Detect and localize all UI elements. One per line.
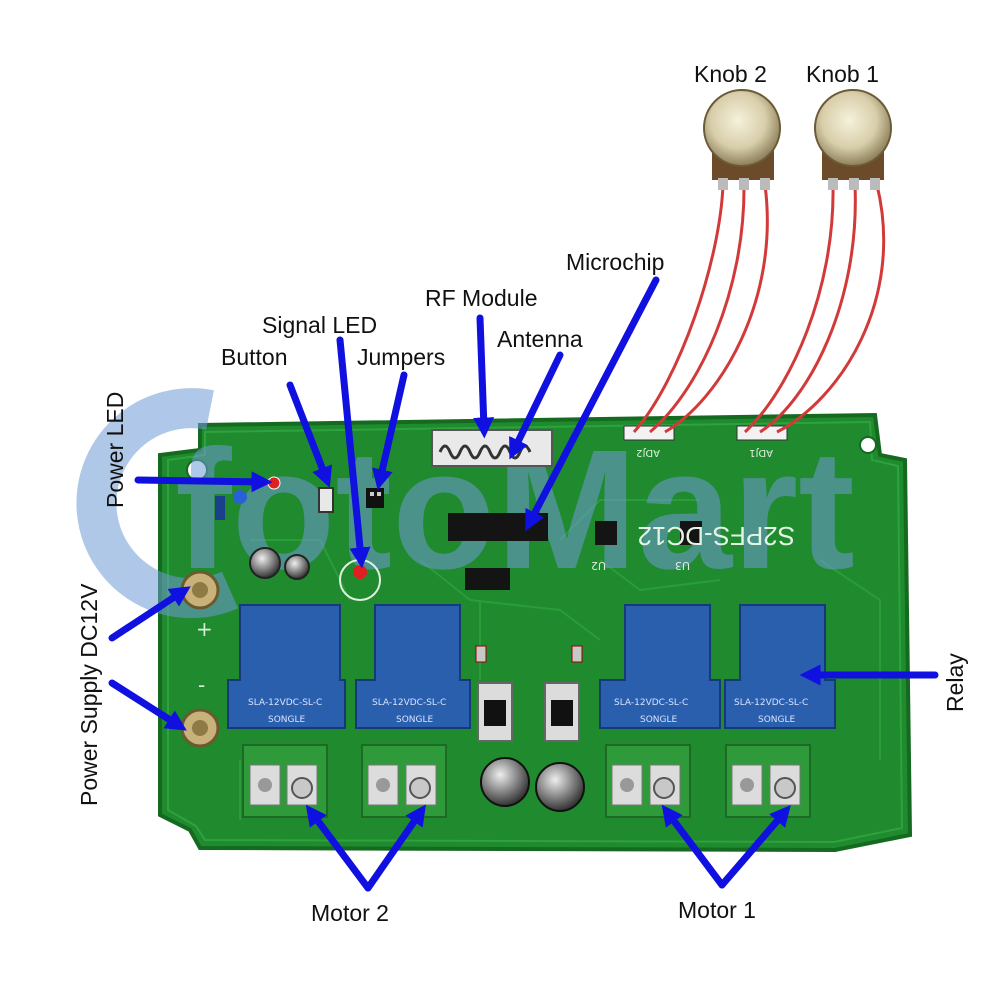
chip-u3-label: U3	[675, 559, 690, 572]
indicator-components	[215, 476, 384, 601]
relay-4-brand: SONGLE	[758, 715, 796, 725]
label-jumpers: Jumpers	[357, 344, 446, 370]
power-terminals: + -	[180, 570, 220, 748]
label-button: Button	[221, 344, 288, 370]
pcb-board	[158, 412, 913, 853]
relay-3: SLA-12VDC-SL-C SONGLE	[599, 604, 721, 729]
knob-2-part	[703, 89, 781, 190]
knob-wires	[632, 184, 886, 434]
arrow-motor2-right	[364, 804, 426, 892]
relay-4: SLA-12VDC-SL-C SONGLE	[724, 604, 836, 729]
arrow-signal-led	[336, 336, 371, 569]
relay-3-brand: SONGLE	[640, 715, 678, 725]
arrow-antenna	[509, 351, 564, 460]
label-power-supply: Power Supply DC12V	[76, 583, 102, 806]
label-motor-2: Motor 2	[311, 900, 389, 926]
arrow-power-plus	[108, 586, 191, 642]
board-model-text: S2PFS-DC12	[638, 521, 796, 551]
arrow-button	[286, 381, 333, 488]
relay-2: SLA-12VDC-SL-C SONGLE	[355, 604, 471, 729]
relay-1-brand: SONGLE	[268, 715, 306, 725]
relay-2-brand: SONGLE	[396, 715, 434, 725]
arrow-motor1-right	[718, 805, 791, 889]
knob-1-part	[814, 89, 892, 190]
arrow-power-led	[134, 471, 273, 493]
arrow-jumpers	[372, 371, 408, 491]
label-antenna: Antenna	[497, 326, 583, 352]
callout-arrows	[108, 276, 939, 892]
relay-1: SLA-12VDC-SL-C SONGLE	[227, 604, 346, 729]
rf-module-part	[431, 429, 553, 467]
arrow-microchip	[525, 276, 660, 532]
terminal-blocks	[242, 744, 811, 818]
regulators	[475, 645, 583, 742]
label-power-led: Power LED	[102, 391, 128, 508]
arrow-motor2-left	[305, 804, 372, 892]
relay-4-model: SLA-12VDC-SL-C	[734, 698, 808, 708]
small-capacitors	[249, 547, 310, 580]
arrow-motor1-left	[661, 804, 726, 889]
label-knob-1: Knob 1	[806, 61, 879, 87]
label-signal-led: Signal LED	[262, 312, 378, 338]
label-motor-1: Motor 1	[678, 897, 756, 923]
header-adj1-label: ADJ1	[749, 447, 773, 458]
label-rf-module: RF Module	[425, 285, 538, 311]
header-adj2-label: ADJ2	[636, 447, 660, 458]
large-capacitors	[480, 757, 585, 812]
label-knob-2: Knob 2	[694, 61, 767, 87]
label-microchip: Microchip	[566, 249, 665, 275]
relay-3-model: SLA-12VDC-SL-C	[614, 698, 688, 708]
plus-mark: +	[196, 617, 213, 641]
relay-1-model: SLA-12VDC-SL-C	[248, 698, 322, 708]
arrow-power-minus	[108, 679, 187, 731]
relay-2-model: SLA-12VDC-SL-C	[372, 698, 446, 708]
minus-mark: -	[198, 673, 205, 697]
relays: SLA-12VDC-SL-C SONGLE SLA-12VDC-SL-C SON…	[227, 604, 836, 729]
label-relay: Relay	[942, 653, 968, 712]
arrow-rf-module	[473, 314, 495, 439]
chip-u2-label: U2	[591, 559, 606, 572]
